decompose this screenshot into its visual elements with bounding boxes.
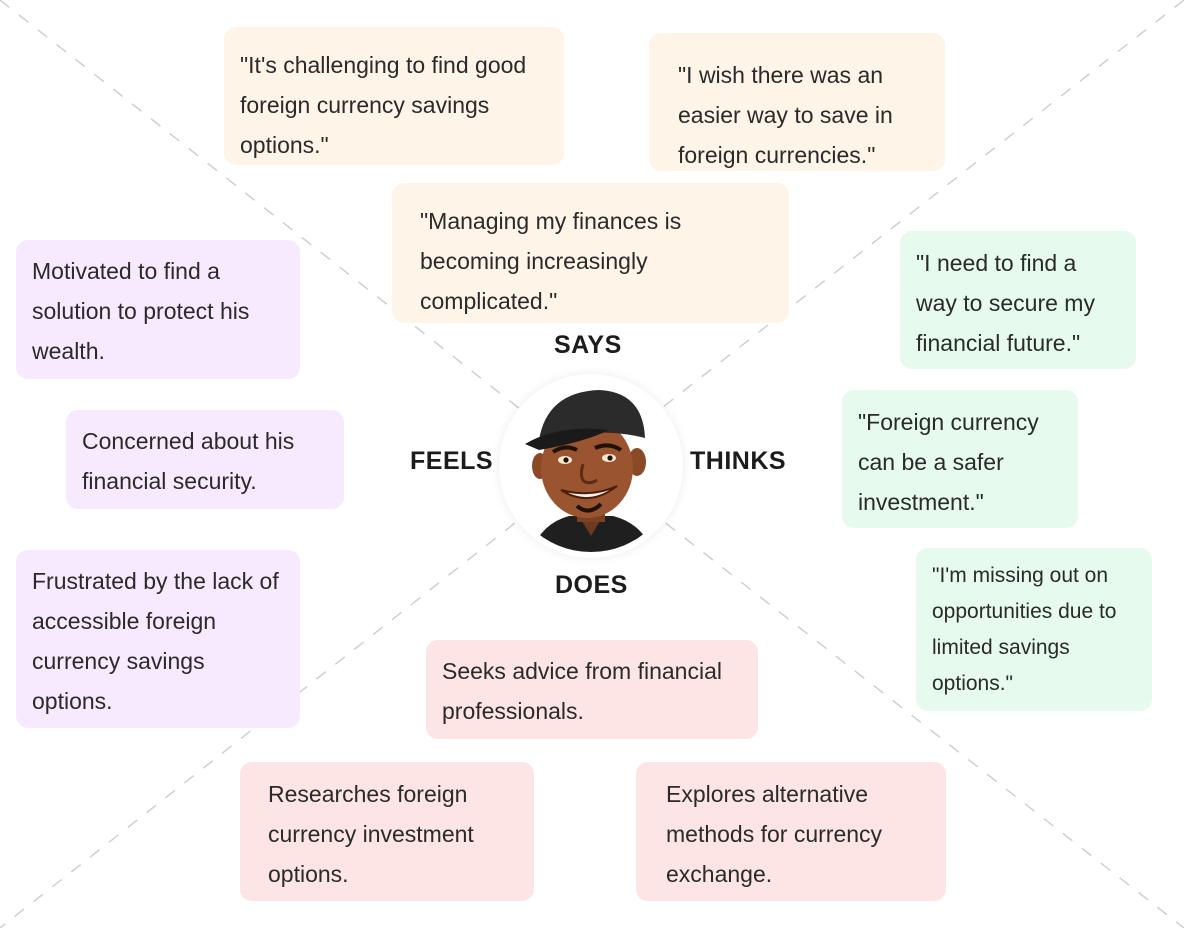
thinks-note-3: "I'm missing out on opportunities due to… [916,548,1152,711]
does-note-1-text: Seeks advice from financial professional… [442,658,722,724]
feels-note-1: Motivated to find a solution to protect … [16,240,300,379]
diagonal-line-bottom-left [0,463,591,928]
diagonal-line-top-left [0,0,591,465]
thinks-note-2: "Foreign currency can be a safer investm… [842,390,1078,528]
thinks-label: THINKS [690,447,787,475]
does-note-2: Researches foreign currency investment o… [240,762,534,901]
does-note-1: Seeks advice from financial professional… [426,640,758,739]
says-note-2: "I wish there was an easier way to save … [649,33,945,171]
feels-note-2-text: Concerned about his financial security. [82,428,295,494]
says-note-1: "It's challenging to find good foreign c… [224,27,564,165]
feels-note-3-text: Frustrated by the lack of accessible for… [32,568,279,714]
thinks-note-2-text: "Foreign currency can be a safer investm… [858,409,1039,515]
persona-avatar-icon [525,390,655,552]
says-note-3: "Managing my finances is becoming increa… [392,183,789,323]
feels-label: FEELS [410,447,494,475]
thinks-note-3-text: "I'm missing out on opportunities due to… [932,564,1117,695]
diagonal-line-top-right [589,0,1184,465]
says-note-2-text: "I wish there was an easier way to save … [678,62,893,168]
does-note-3-text: Explores alternative methods for currenc… [666,781,883,887]
thinks-note-1-text: "I need to find a way to secure my finan… [916,250,1095,356]
does-label: DOES [555,571,628,599]
says-label: SAYS [554,331,622,359]
does-note-3: Explores alternative methods for currenc… [636,762,946,901]
diagonal-line-bottom-right [589,463,1184,928]
says-note-1-text: "It's challenging to find good foreign c… [240,52,527,158]
feels-note-2: Concerned about his financial security. [66,410,344,509]
thinks-note-1: "I need to find a way to secure my finan… [900,231,1136,369]
persona-avatar [499,374,683,558]
feels-note-1-text: Motivated to find a solution to protect … [32,258,250,364]
feels-note-3: Frustrated by the lack of accessible for… [16,550,300,728]
does-note-2-text: Researches foreign currency investment o… [268,781,474,887]
says-note-3-text: "Managing my finances is becoming increa… [420,208,682,314]
